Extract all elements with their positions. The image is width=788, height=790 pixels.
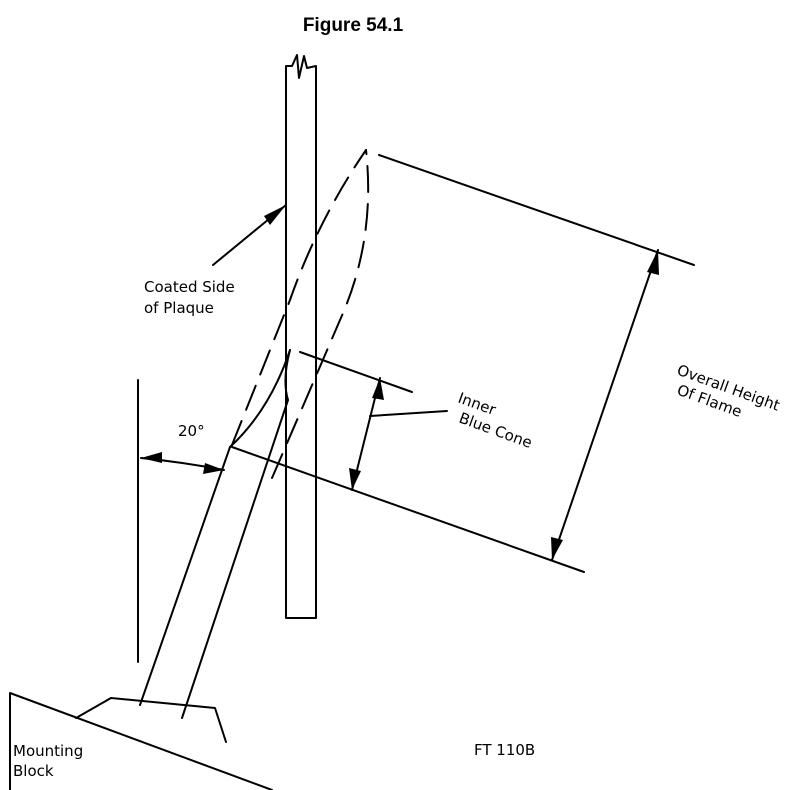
- mounting-block: [9, 692, 273, 790]
- inner-cone-dimension-arrow: [349, 377, 384, 491]
- mounting-label-1: Mounting: [13, 742, 83, 760]
- outer-flame-outline: [231, 149, 370, 479]
- burner-tube: [139, 399, 289, 719]
- plaque: [285, 54, 317, 619]
- figure-title: Figure 54.1: [303, 15, 404, 36]
- coated-side-label-2: of Plaque: [144, 299, 214, 317]
- inner-blue-cone: [229, 349, 291, 448]
- inner-cone-leader: [369, 410, 448, 417]
- overall-height-dimension-arrow: [551, 249, 659, 561]
- coated-side-label-1: Coated Side: [144, 278, 235, 296]
- drawing-number: FT 110B: [474, 741, 535, 759]
- inner-cone-reference-lines: [231, 351, 585, 573]
- overall-height-top-line: [378, 154, 695, 266]
- mounting-label-2: Block: [13, 762, 54, 780]
- coated-side-arrow: [212, 204, 287, 266]
- angle-label: 20°: [178, 422, 205, 440]
- angle-arc: [140, 452, 225, 474]
- inner-cone-label-2: Blue Cone: [457, 409, 535, 452]
